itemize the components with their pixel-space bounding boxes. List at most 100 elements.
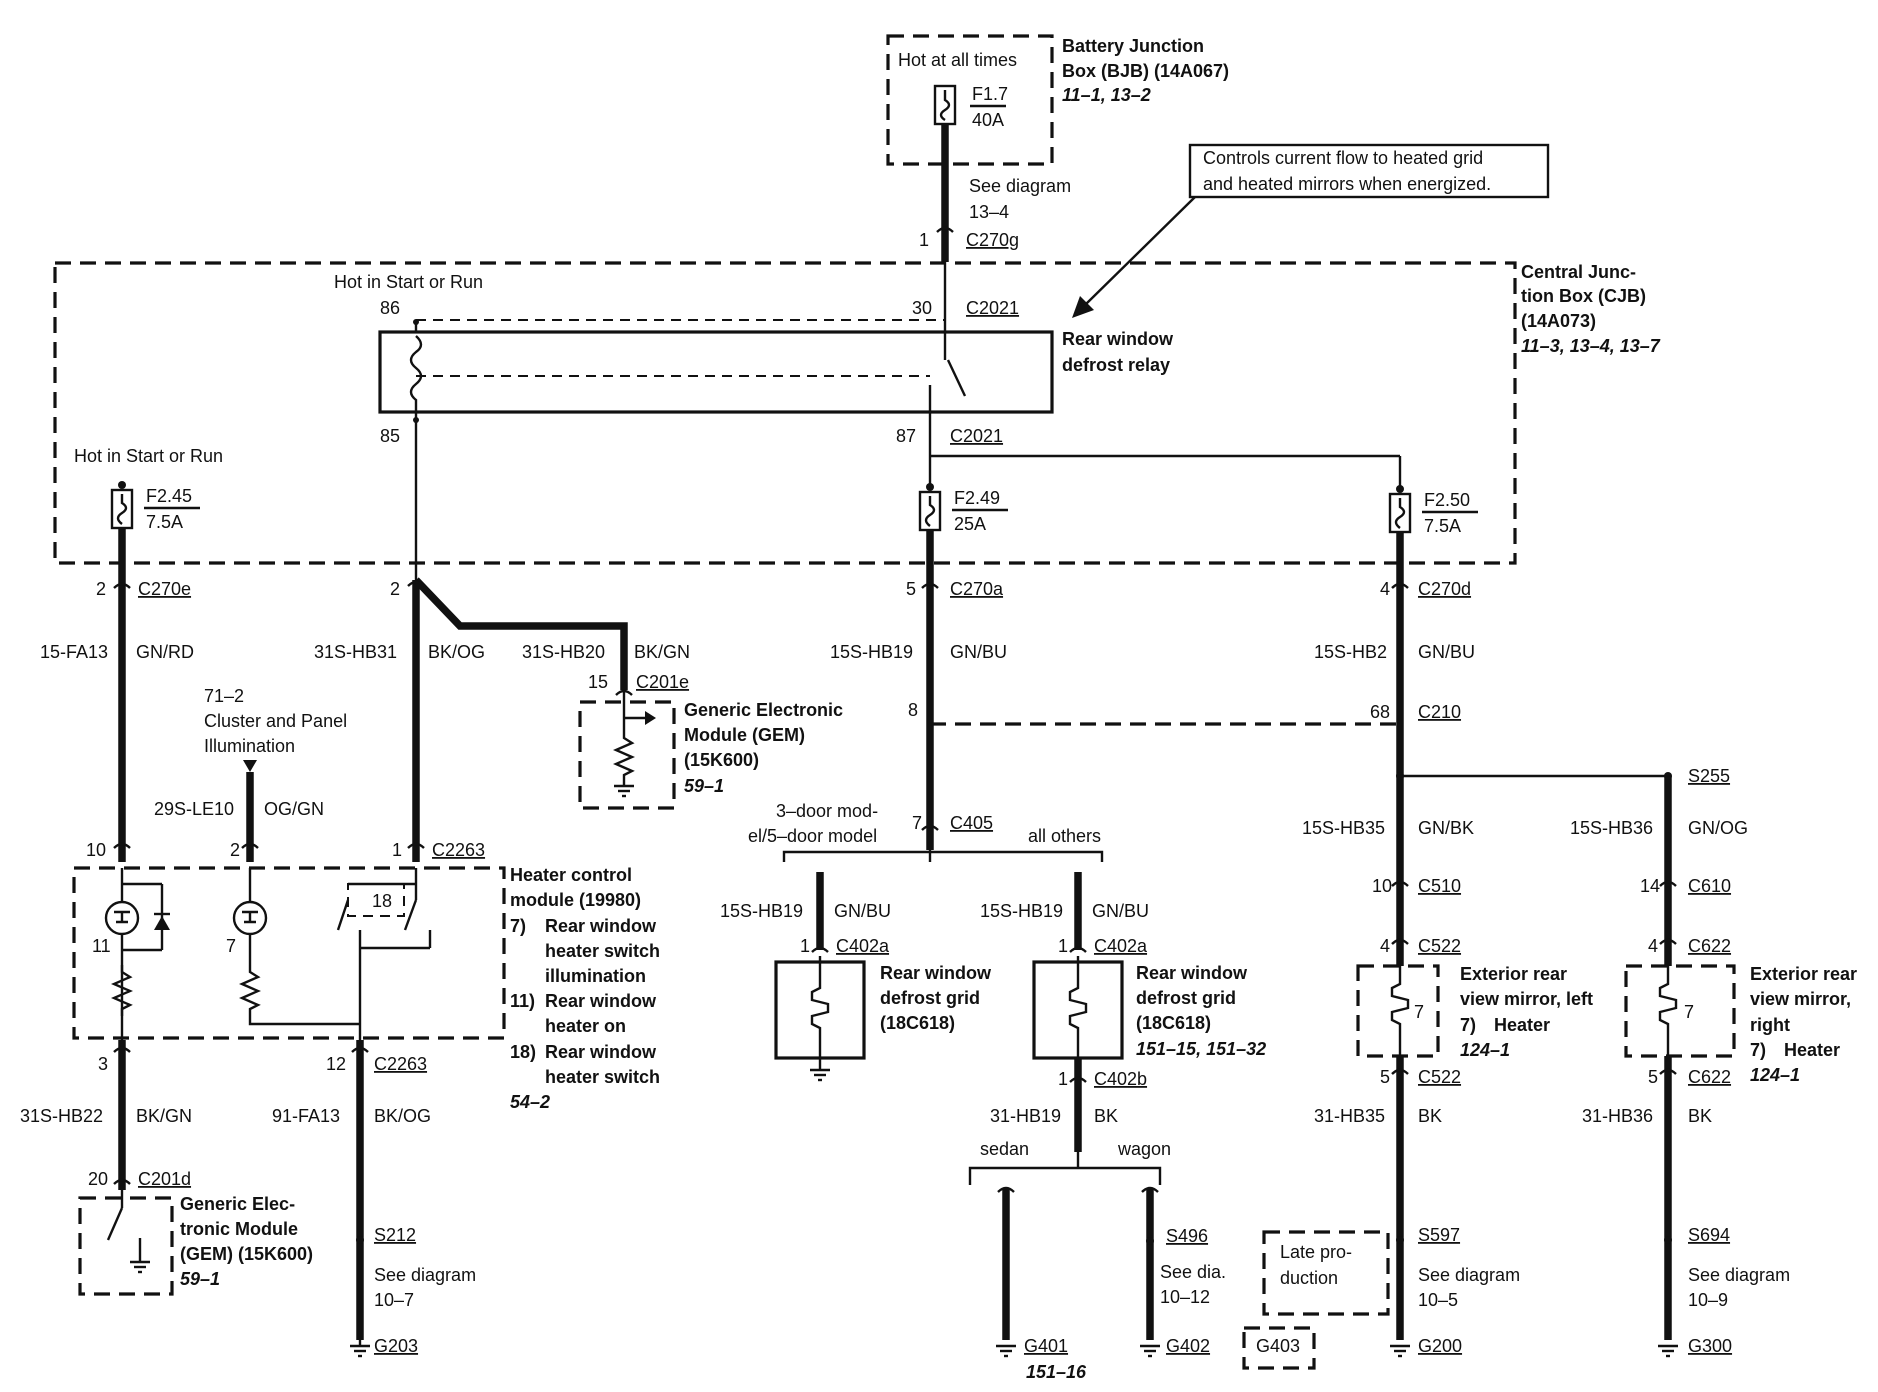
hcm-l7a-label: Rear window — [545, 916, 657, 936]
col6-pin14-label: 14 — [1640, 876, 1660, 896]
col4-gridB-3-label: (18C618) — [1136, 1013, 1211, 1033]
col5-pin68-label: 68 — [1370, 702, 1390, 722]
col5-splice-label: S597 — [1418, 1225, 1460, 1245]
cjb-p87-label: 87 — [896, 426, 916, 446]
col4-gridA-conn-label: C402a — [836, 936, 890, 956]
col6-splice2-label: S694 — [1688, 1225, 1730, 1245]
col4-circ-label: 15S-HB19 — [830, 642, 913, 662]
col1-color-label: GN/RD — [136, 642, 194, 662]
col4-color2-label: BK — [1094, 1106, 1118, 1126]
col6-m4-label: Heater — [1784, 1040, 1840, 1060]
col6-see1-label: See diagram — [1688, 1265, 1790, 1285]
bjb-see2-label: 13–4 — [969, 202, 1009, 222]
col5-color-label: GN/BU — [1418, 642, 1475, 662]
cjb-p86-label: 86 — [380, 298, 400, 318]
col5-pin-label: 4 — [1380, 579, 1390, 599]
col5-conn522a-label: C522 — [1418, 936, 1461, 956]
bjb-see1-label: See diagram — [969, 176, 1071, 196]
col3-gem2-label: Module (GEM) — [684, 725, 805, 745]
col5-pin10-label: 10 — [1372, 876, 1392, 896]
col2-color2-label: BK/OG — [374, 1106, 431, 1126]
col6-pin4-label: 4 — [1648, 936, 1658, 956]
callout-line-1: Controls current flow to heated grid — [1203, 148, 1483, 168]
col1-gem3-label: (GEM) (15K600) — [180, 1244, 313, 1264]
col4-sedan-label: sedan — [980, 1139, 1029, 1159]
col6-conn622b-label: C622 — [1688, 1067, 1731, 1087]
col3-pin1-label: 1 — [392, 840, 402, 860]
col4-gridB-1-label: Rear window — [1136, 963, 1248, 983]
hcm-n7-label: 7) — [510, 916, 526, 936]
fuse-f245: F2.45 7.5A — [110, 481, 200, 532]
col1-color2-label: BK/GN — [136, 1106, 192, 1126]
defrost-grid-a — [774, 956, 866, 1082]
col1-gem1-label: Generic Elec- — [180, 1194, 295, 1214]
col4-pin7-label: 7 — [912, 813, 922, 833]
bjb-fuse-label: F1.7 — [972, 84, 1008, 104]
callout-box: Controls current flow to heated grid and… — [1072, 143, 1550, 318]
col1-pin10-label: 10 — [86, 840, 106, 860]
hcm-n18-label: 18) — [510, 1042, 536, 1062]
hcm-i7-label: 7 — [226, 936, 236, 956]
col5-m1-label: Exterior rear — [1460, 964, 1567, 984]
col5-pin5-label: 5 — [1380, 1067, 1390, 1087]
col4-s496-label: S496 — [1166, 1226, 1208, 1246]
gem-module-lower — [78, 1190, 174, 1296]
col4-color-label: GN/BU — [950, 642, 1007, 662]
col6-m3-label: right — [1750, 1015, 1790, 1035]
col1-circ2-label: 31S-HB22 — [20, 1106, 103, 1126]
col2-ref-label: 71–2 — [204, 686, 244, 706]
col1-conn-label: C270e — [138, 579, 191, 599]
cjb-hot-left-label: Hot in Start or Run — [74, 446, 223, 466]
col1-pin-label: 2 — [96, 579, 106, 599]
col4-see1-label: See dia. — [1160, 1262, 1226, 1282]
col6-mi-label: 7 — [1684, 1002, 1694, 1022]
col4-g401-label: G401 — [1024, 1336, 1068, 1356]
col2-see2-label: 10–7 — [374, 1290, 414, 1310]
hcm-l7c-label: illumination — [545, 966, 646, 986]
cjb-title1-label: Central Junc- — [1521, 262, 1636, 282]
col4-gridB-circ-label: 15S-HB19 — [980, 901, 1063, 921]
col5-pin4-label: 4 — [1380, 936, 1390, 956]
col5-m3-label: Heater — [1494, 1015, 1550, 1035]
hcm-i18-label: 18 — [372, 891, 392, 911]
cjb-f250-label: F2.50 — [1424, 490, 1470, 510]
bjb-pin-label: 1 — [919, 230, 929, 250]
col4-gridB-pin2-label: 1 — [1058, 1069, 1068, 1089]
col5-mi-label: 7 — [1414, 1002, 1424, 1022]
col2-ground-label: G203 — [374, 1336, 418, 1356]
col5-circ3-label: 31-HB35 — [1314, 1106, 1385, 1126]
col6-m2-label: view mirror, — [1750, 989, 1851, 1009]
col5-conn-label: C270d — [1418, 579, 1471, 599]
ground-icon — [996, 1344, 1016, 1358]
col1-pin3-label: 3 — [98, 1054, 108, 1074]
col4-conn-label: C270a — [950, 579, 1004, 599]
col5-color3-label: BK — [1418, 1106, 1442, 1126]
col5-g403-label: G403 — [1256, 1336, 1300, 1356]
col4-gridB-color-label: GN/BU — [1092, 901, 1149, 921]
hcm-n11-label: 11) — [510, 991, 535, 1011]
col2-see1-label: See diagram — [374, 1265, 476, 1285]
cjb-f250a-label: 7.5A — [1424, 516, 1461, 536]
col3-color2-label: BK/GN — [634, 642, 690, 662]
col5-conn522b-label: C522 — [1418, 1067, 1461, 1087]
col3-circ2-label: 31S-HB20 — [522, 642, 605, 662]
hcm-l7b-label: heater switch — [545, 941, 660, 961]
cjb-ref-label: 11–3, 13–4, 13–7 — [1521, 336, 1661, 356]
col4-gridA-color-label: GN/BU — [834, 901, 891, 921]
col6-color-label: GN/OG — [1688, 818, 1748, 838]
col3-pin-label: 2 — [390, 579, 400, 599]
col6-pin5-label: 5 — [1648, 1067, 1658, 1087]
col4-see2-label: 10–12 — [1160, 1287, 1210, 1307]
fuse-f250: F2.50 7.5A — [1388, 485, 1478, 536]
col4-wagon-label: wagon — [1117, 1139, 1171, 1159]
fuse-icon — [933, 84, 957, 126]
hcm-t2-label: module (19980) — [510, 890, 641, 910]
col2-circ-label: 29S-LE10 — [154, 799, 234, 819]
mirror-heater-left — [1356, 964, 1440, 1058]
col6-circ2-label: 31-HB36 — [1582, 1106, 1653, 1126]
col5-m3n-label: 7) — [1460, 1015, 1476, 1035]
col5-color2-label: GN/BK — [1418, 818, 1474, 838]
cjb-f245-label: F2.45 — [146, 486, 192, 506]
col5-circ-label: 15S-HB2 — [1314, 642, 1387, 662]
g403-box — [1242, 1326, 1316, 1370]
